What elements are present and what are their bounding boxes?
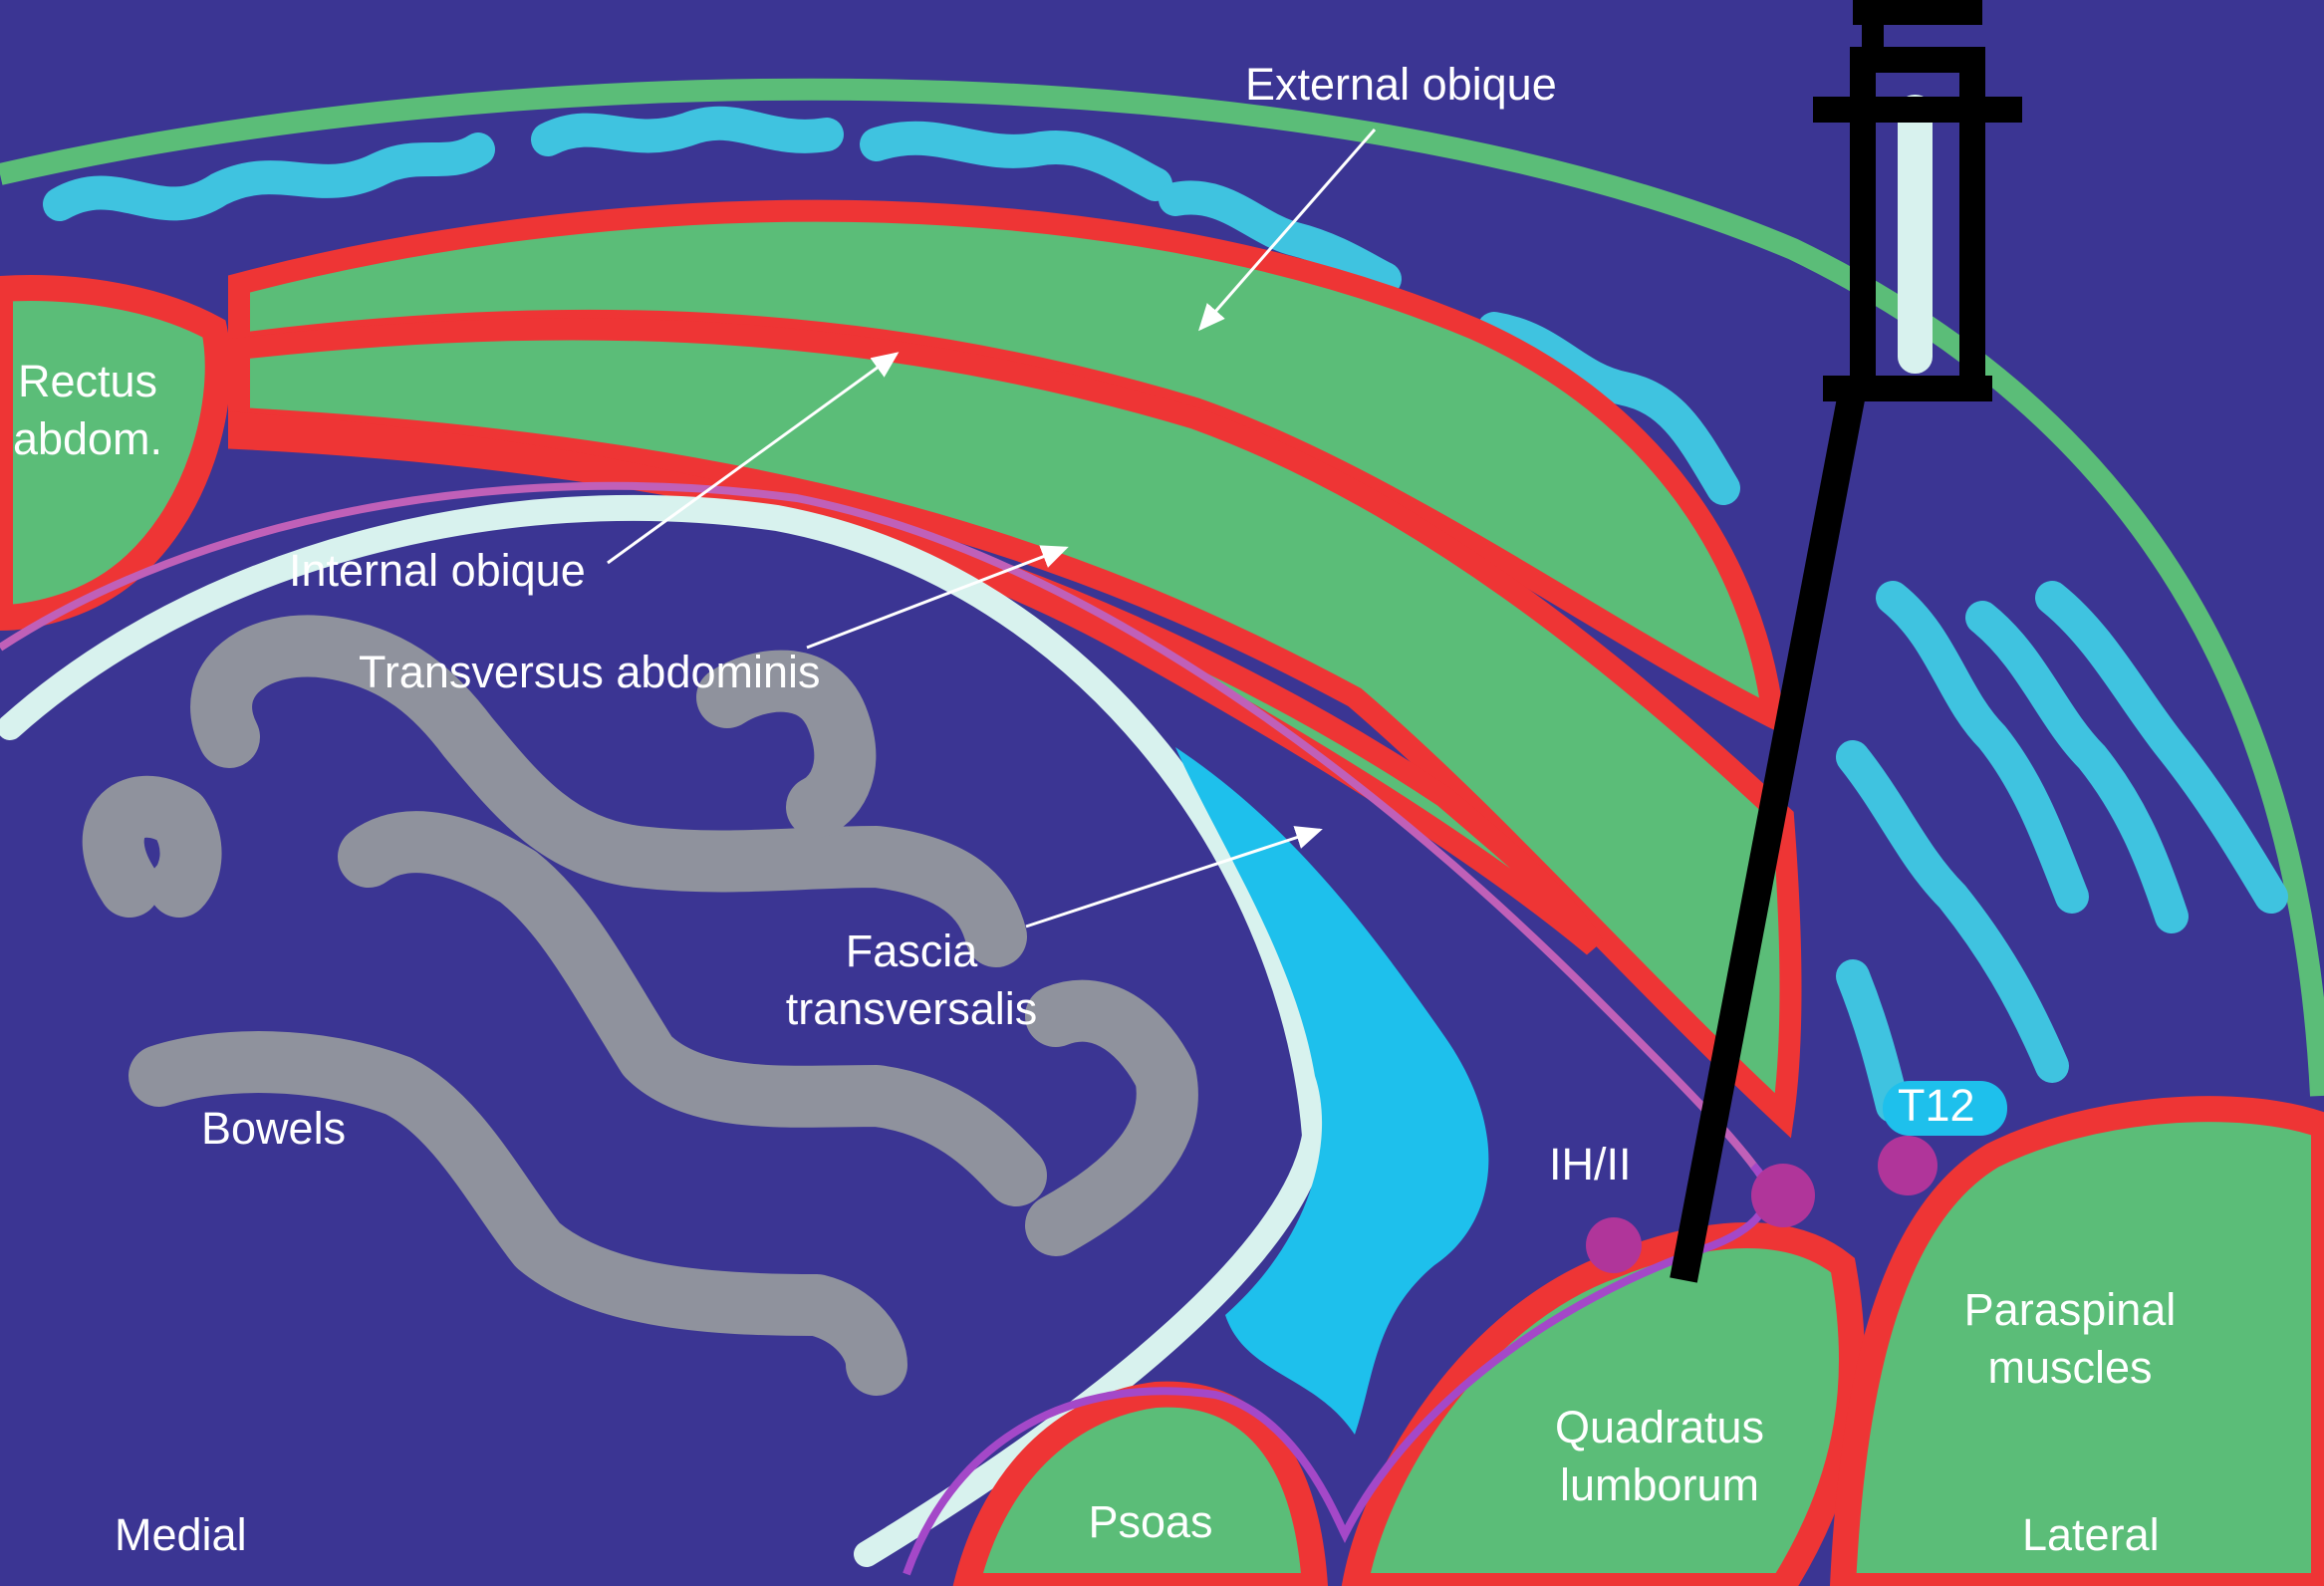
fascia-transversalis-label-line1: Fascia (846, 925, 979, 976)
t12-label: T12 (1898, 1080, 1975, 1131)
nerve-dot (1751, 1164, 1815, 1227)
psoas-label: Psoas (1088, 1496, 1212, 1547)
quadratus-label-line1: Quadratus (1555, 1402, 1764, 1453)
lateral-label: Lateral (2022, 1509, 2160, 1560)
rectus-label-line2: abdom. (13, 413, 162, 464)
paraspinal-label-line1: Paraspinal (1964, 1284, 2177, 1335)
paraspinal-label-line2: muscles (1987, 1342, 2152, 1393)
transversus-abdominis-label: Transversus abdominis (359, 647, 821, 697)
medial-label: Medial (115, 1509, 247, 1560)
external-oblique-label: External obique (1245, 59, 1557, 110)
ih-ii-label: IH/II (1549, 1139, 1632, 1190)
internal-oblique-label: Internal obique (289, 545, 586, 596)
nerve-dot (1878, 1136, 1937, 1195)
nerve-dot (1586, 1217, 1642, 1273)
rectus-label-line1: Rectus (18, 356, 157, 406)
quadratus-label-line2: lumborum (1560, 1459, 1759, 1510)
fascia-transversalis-label-line2: transversalis (786, 983, 1038, 1034)
bowels-label: Bowels (201, 1103, 346, 1154)
